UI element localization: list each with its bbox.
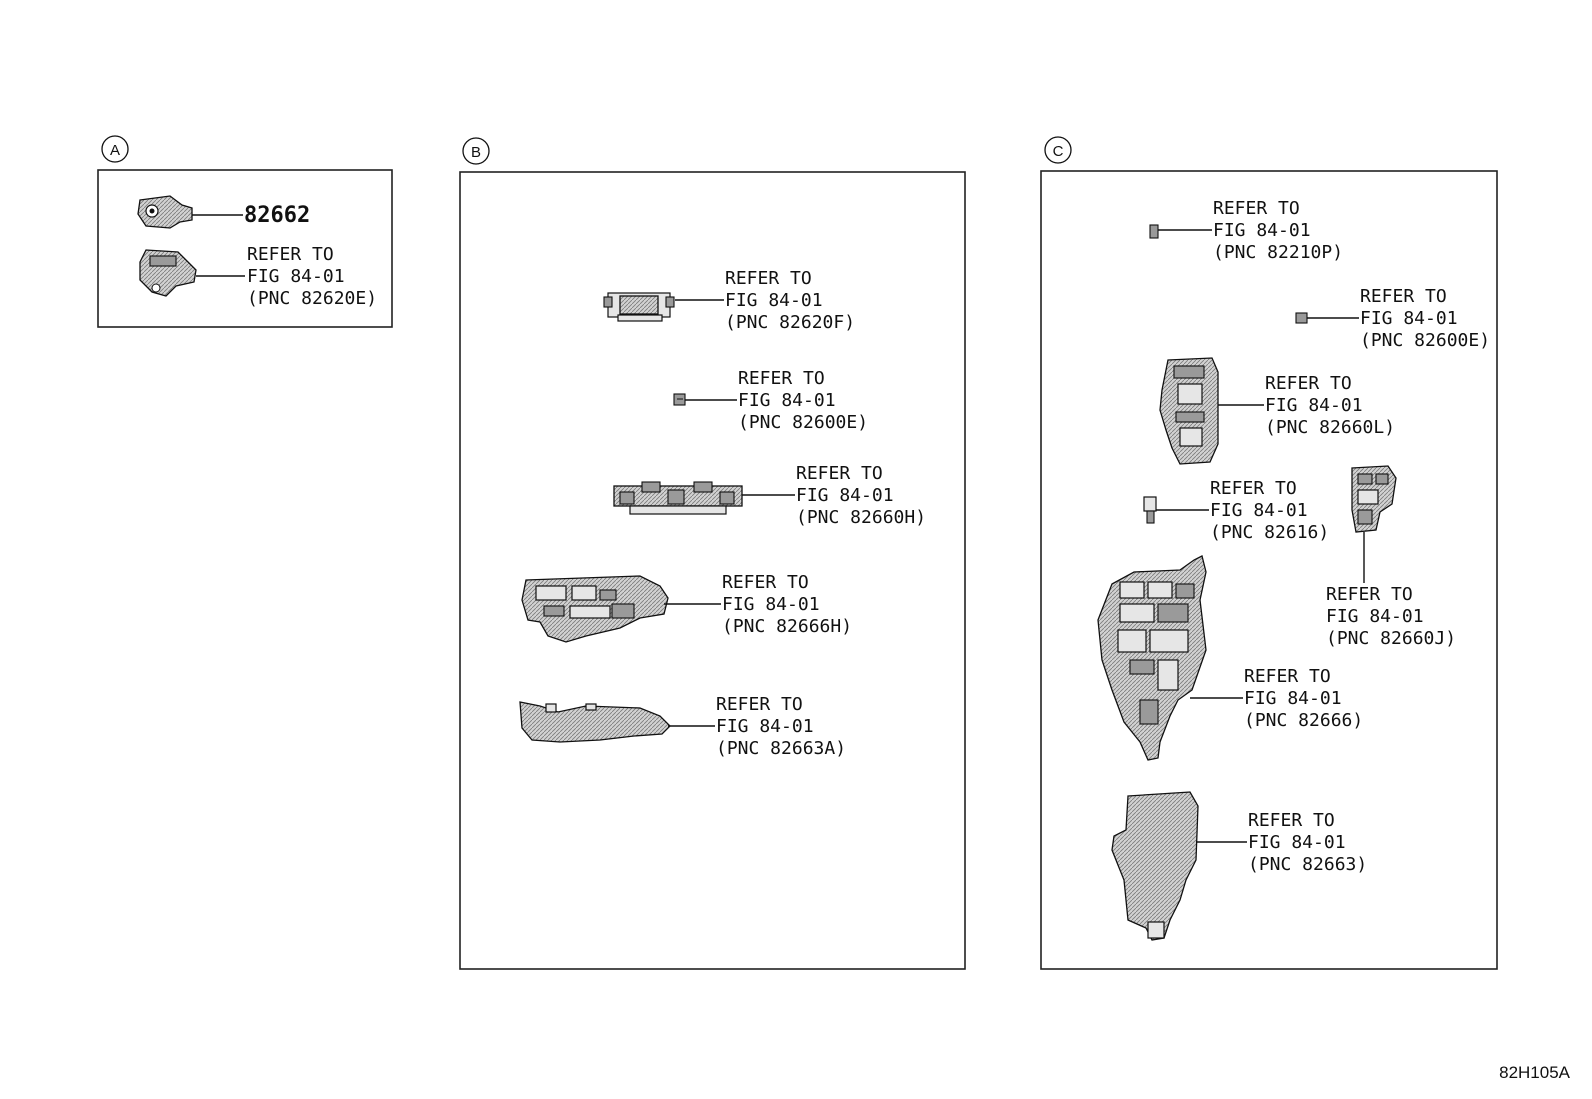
callout-82616: REFER TO FIG 84-01 (PNC 82616) <box>1210 478 1329 543</box>
svg-text:FIG 84-01: FIG 84-01 <box>1210 500 1308 521</box>
svg-text:(PNC 82663A): (PNC 82663A) <box>716 738 846 759</box>
svg-text:FIG 84-01: FIG 84-01 <box>1248 832 1346 853</box>
fuse-block-part <box>1159 357 1219 465</box>
callout-82666h: REFER TO FIG 84-01 (PNC 82666H) <box>722 572 852 637</box>
callout-82620f: REFER TO FIG 84-01 (PNC 82620F) <box>725 268 855 333</box>
relay-bracket-part <box>139 249 197 297</box>
svg-text:REFER TO: REFER TO <box>1210 478 1297 499</box>
svg-text:REFER TO: REFER TO <box>716 694 803 715</box>
section-c-frame <box>1040 170 1498 970</box>
callout-82210p: REFER TO FIG 84-01 (PNC 82210P) <box>1213 198 1343 263</box>
svg-text:(PNC 82210P): (PNC 82210P) <box>1213 242 1343 263</box>
section-b-frame <box>459 171 966 970</box>
svg-text:(PNC 82660J): (PNC 82660J) <box>1326 628 1456 649</box>
bracket-82662-part <box>137 195 193 229</box>
section-c: C REFER TO FIG 84-01 (PNC 82210P) REFER … <box>1040 136 1498 970</box>
svg-text:(PNC 82666): (PNC 82666) <box>1244 710 1363 731</box>
svg-text:FIG 84-01: FIG 84-01 <box>725 290 823 311</box>
callout-82662-label: 82662 <box>244 203 310 228</box>
svg-text:FIG 84-01: FIG 84-01 <box>738 390 836 411</box>
svg-text:REFER TO: REFER TO <box>1244 666 1331 687</box>
svg-text:(PNC 82663): (PNC 82663) <box>1248 854 1367 875</box>
callout-82660j: REFER TO FIG 84-01 (PNC 82660J) <box>1326 584 1456 649</box>
svg-text:B: B <box>471 144 481 161</box>
section-b-badge: B <box>462 137 490 165</box>
figure-code: 82H105A <box>1499 1063 1571 1082</box>
svg-text:FIG 84-01: FIG 84-01 <box>716 716 814 737</box>
svg-text:REFER TO: REFER TO <box>738 368 825 389</box>
svg-text:REFER TO: REFER TO <box>725 268 812 289</box>
svg-text:REFER TO: REFER TO <box>1213 198 1300 219</box>
relay-block-part <box>1351 465 1397 533</box>
svg-text:FIG 84-01: FIG 84-01 <box>1326 606 1424 627</box>
svg-text:REFER TO: REFER TO <box>1326 584 1413 605</box>
svg-text:FIG 84-01: FIG 84-01 <box>247 266 345 287</box>
callout-82663: REFER TO FIG 84-01 (PNC 82663) <box>1248 810 1367 875</box>
section-b: B REFER TO FIG 84-01 (PNC 82620F) REFER … <box>459 137 966 970</box>
tiny-connector-part <box>1149 224 1159 239</box>
svg-text:(PNC 82660L): (PNC 82660L) <box>1265 417 1395 438</box>
callout-82663a: REFER TO FIG 84-01 (PNC 82663A) <box>716 694 846 759</box>
callout-82600e-b: REFER TO FIG 84-01 (PNC 82600E) <box>738 368 868 433</box>
svg-text:(PNC 82660H): (PNC 82660H) <box>796 507 926 528</box>
callout-82600e-c: REFER TO FIG 84-01 (PNC 82600E) <box>1360 286 1490 351</box>
svg-text:(PNC 82666H): (PNC 82666H) <box>722 616 852 637</box>
svg-text:(PNC 82620F): (PNC 82620F) <box>725 312 855 333</box>
section-a: A 82662 REFER TO FIG 84-01 (PNC 82620E) <box>97 135 393 328</box>
block-housing-part <box>521 575 669 643</box>
main-cover-part <box>1111 791 1199 941</box>
svg-text:FIG 84-01: FIG 84-01 <box>1213 220 1311 241</box>
junction-block-part <box>603 292 675 322</box>
callout-82660l: REFER TO FIG 84-01 (PNC 82660L) <box>1265 373 1395 438</box>
svg-text:REFER TO: REFER TO <box>247 244 334 265</box>
callout-82620e: REFER TO FIG 84-01 (PNC 82620E) <box>247 244 377 309</box>
svg-text:(PNC 82600E): (PNC 82600E) <box>1360 330 1490 351</box>
svg-text:C: C <box>1053 143 1064 160</box>
callout-82660h: REFER TO FIG 84-01 (PNC 82660H) <box>796 463 926 528</box>
main-housing-part <box>1097 555 1207 761</box>
callout-82666: REFER TO FIG 84-01 (PNC 82666) <box>1244 666 1363 731</box>
svg-text:REFER TO: REFER TO <box>722 572 809 593</box>
small-connector-b-part <box>673 393 686 406</box>
section-a-frame <box>97 169 393 328</box>
small-connector-c-part <box>1295 312 1308 324</box>
section-c-badge: C <box>1044 136 1072 164</box>
svg-text:REFER TO: REFER TO <box>1265 373 1352 394</box>
svg-text:(PNC 82620E): (PNC 82620E) <box>247 288 377 309</box>
svg-text:REFER TO: REFER TO <box>796 463 883 484</box>
section-a-badge: A <box>101 135 129 163</box>
svg-text:FIG 84-01: FIG 84-01 <box>796 485 894 506</box>
svg-text:(PNC 82616): (PNC 82616) <box>1210 522 1329 543</box>
fuse-holder-long-part <box>613 481 743 515</box>
svg-text:REFER TO: REFER TO <box>1360 286 1447 307</box>
svg-text:FIG 84-01: FIG 84-01 <box>722 594 820 615</box>
svg-text:FIG 84-01: FIG 84-01 <box>1244 688 1342 709</box>
svg-text:REFER TO: REFER TO <box>1248 810 1335 831</box>
svg-text:A: A <box>110 142 120 159</box>
svg-text:(PNC 82600E): (PNC 82600E) <box>738 412 868 433</box>
block-cover-part <box>519 701 671 743</box>
small-clip-part <box>1143 496 1157 524</box>
svg-text:FIG 84-01: FIG 84-01 <box>1265 395 1363 416</box>
svg-text:FIG 84-01: FIG 84-01 <box>1360 308 1458 329</box>
